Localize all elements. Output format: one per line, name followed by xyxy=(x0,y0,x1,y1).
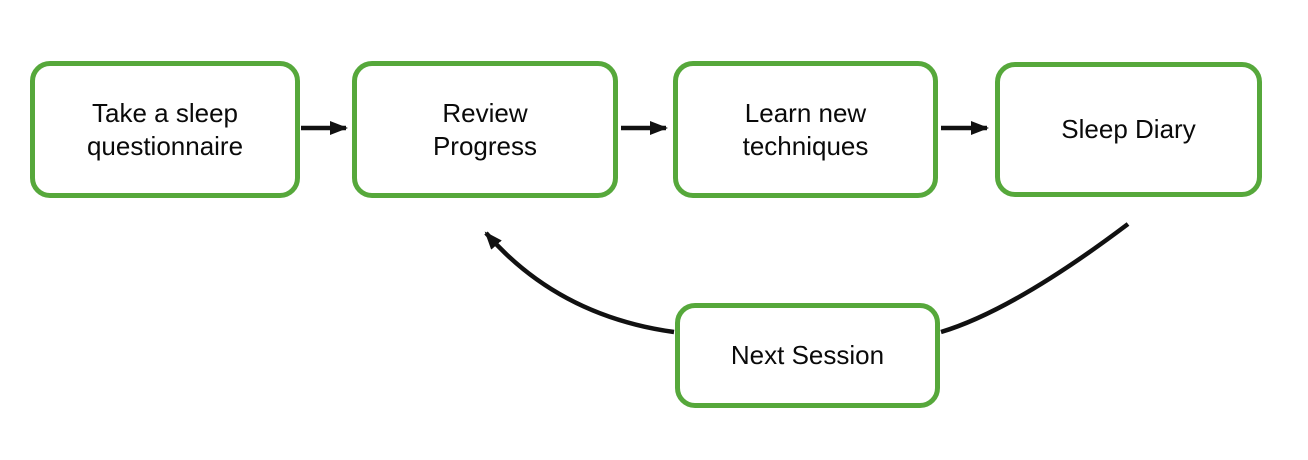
node-label-review-progress: Review Progress xyxy=(432,98,538,161)
node-next-session: Next Session xyxy=(675,303,940,408)
node-label-learn-new-techniques: Learn new techniques xyxy=(742,98,869,161)
node-review-progress: Review Progress xyxy=(352,61,618,198)
line-diary-to-next-session xyxy=(940,222,1130,335)
arrow-next-session-to-review xyxy=(484,231,675,335)
node-label-next-session: Next Session xyxy=(730,340,885,371)
node-label-take-sleep-questionnaire: Take a sleep questionnaire xyxy=(86,98,244,161)
node-learn-new-techniques: Learn new techniques xyxy=(673,61,938,198)
node-take-sleep-questionnaire: Take a sleep questionnaire xyxy=(30,61,300,198)
node-sleep-diary: Sleep Diary xyxy=(995,62,1262,197)
node-label-sleep-diary: Sleep Diary xyxy=(1061,114,1196,145)
